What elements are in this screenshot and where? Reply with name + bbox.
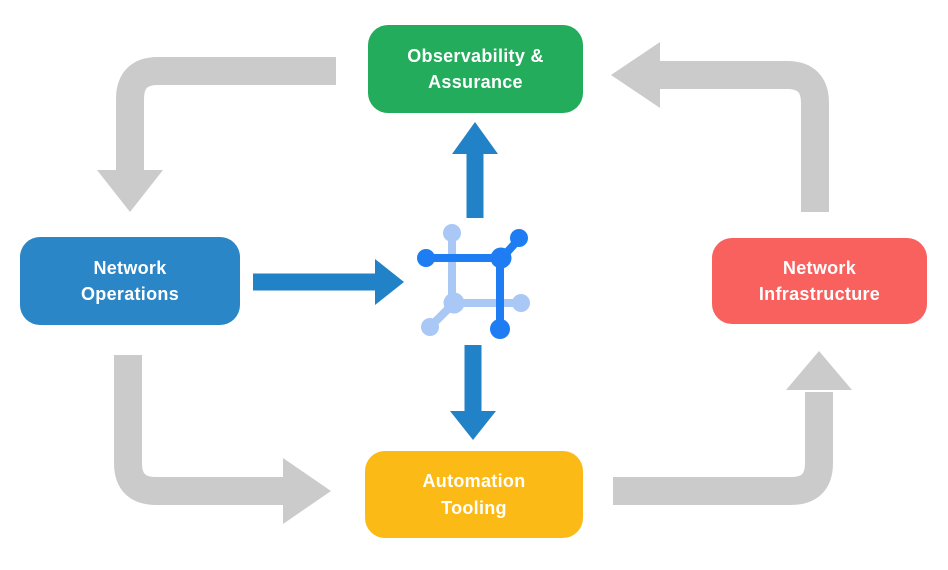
icon-lower-left-node <box>421 318 439 336</box>
node-label-line1: Network <box>782 257 857 278</box>
node-label-line1: Automation <box>422 471 526 492</box>
node-label-line2: Assurance <box>428 72 523 92</box>
node-label-line1: Observability & <box>407 45 544 66</box>
node-network-operations: Network Operations <box>20 237 240 325</box>
cycle-arrow-bottom-left <box>114 355 331 524</box>
icon-right-node <box>512 294 530 312</box>
flow-arrow-up-shaft <box>466 152 484 218</box>
node-label: Network Operations <box>81 255 179 307</box>
node-label-line2: Operations <box>80 284 180 304</box>
node-label-line2: Infrastructure <box>758 284 881 304</box>
icon-bottom-left-corner-node <box>443 292 465 314</box>
cycle-arrow-bottom-right <box>613 351 852 505</box>
flow-arrow-down-head <box>450 411 496 440</box>
flow-arrow-up-head <box>452 122 498 154</box>
flow-arrow-right <box>253 259 404 305</box>
node-label-line1: Network <box>93 257 167 278</box>
flow-arrow-right-shaft <box>253 273 376 291</box>
icon-upper-right-node <box>510 229 528 247</box>
cycle-arrow-top-right <box>611 42 829 212</box>
cycle-arrow-top-right-shaft <box>660 61 829 212</box>
node-observability-assurance: Observability & Assurance <box>368 25 583 113</box>
cycle-arrow-top-left <box>97 57 336 212</box>
flow-arrow-down <box>450 345 496 440</box>
cycle-arrow-bottom-right-head <box>786 351 852 390</box>
node-label: Automation Tooling <box>423 468 526 520</box>
icon-left-node <box>417 249 435 267</box>
icon-bottom-node <box>490 319 510 339</box>
icon-top-right-corner-node <box>490 247 512 269</box>
network-automation-icon <box>417 224 530 339</box>
cycle-arrow-bottom-right-shaft <box>613 392 833 505</box>
node-label: Observability & Assurance <box>407 43 544 95</box>
node-automation-tooling: Automation Tooling <box>365 451 583 538</box>
cycle-arrow-top-left-head <box>97 170 163 212</box>
cycle-arrow-bottom-left-head <box>283 458 331 524</box>
node-label-line2: Tooling <box>441 497 507 518</box>
cycle-arrow-bottom-left-shaft <box>114 355 285 505</box>
cycle-arrow-top-left-shaft <box>116 57 336 172</box>
flow-arrow-down-shaft <box>464 345 482 413</box>
node-label: Network Infrastructure <box>759 255 880 307</box>
node-network-infrastructure: Network Infrastructure <box>712 238 927 324</box>
icon-top-node <box>443 224 461 242</box>
cycle-arrow-top-right-head <box>611 42 660 108</box>
flow-arrow-up <box>452 122 498 218</box>
flow-arrow-right-head <box>375 259 404 305</box>
